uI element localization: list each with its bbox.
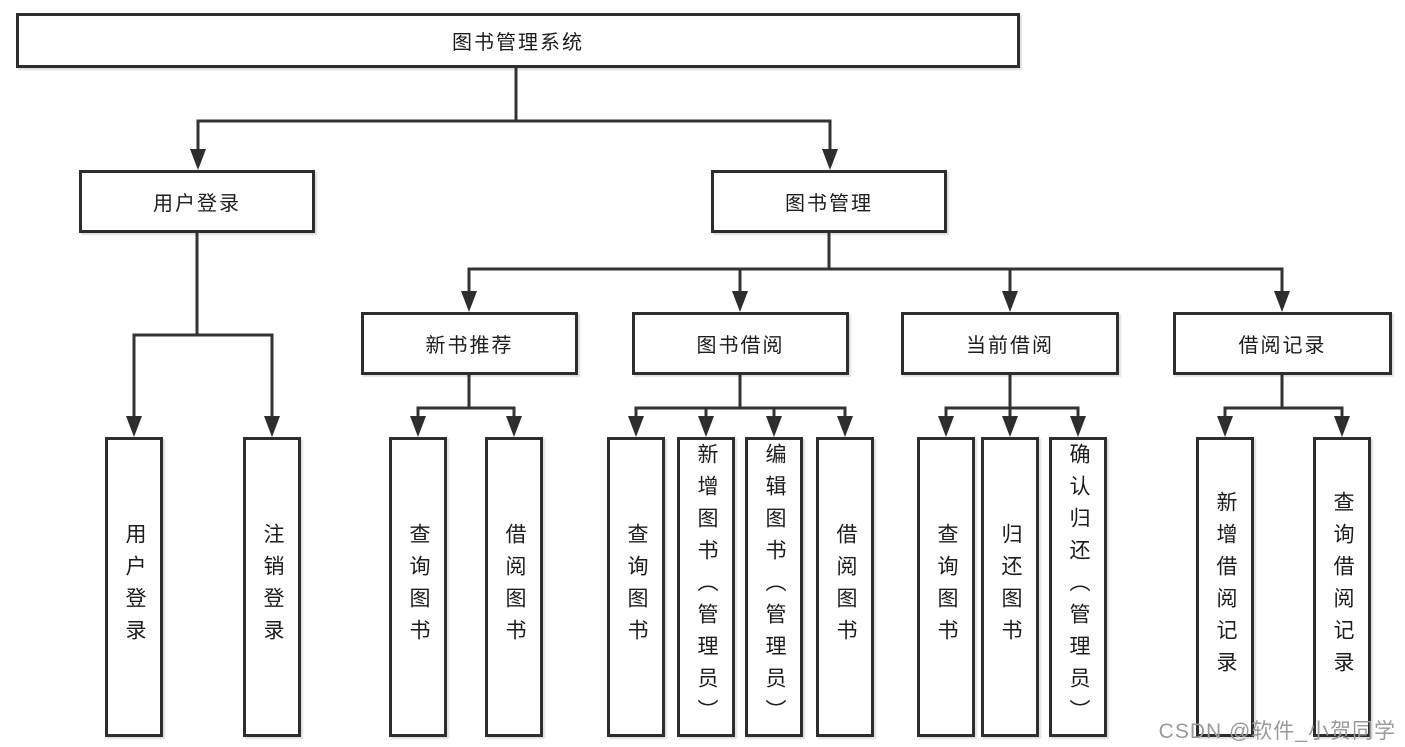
csdn-watermark: CSDN @软件_小贺同学 [1158,720,1396,743]
leaf-cb-confirm-return-admin: 确认归还（管理员） [1049,437,1107,737]
leaf-rec-add-borrow-record: 新增借阅记录 [1196,437,1254,737]
leaf-user-login: 用户登录 [105,437,163,737]
leaf-bb-query-books: 查询图书 [607,437,665,737]
node-book-management: 图书管理 [711,170,947,233]
leaf-bb-add-books-admin: 新增图书（管理员） [677,437,735,737]
node-book-borrow: 图书借阅 [632,312,849,375]
leaf-logout: 注销登录 [243,437,301,737]
node-new-book-recommend: 新书推荐 [361,312,578,375]
node-root-system: 图书管理系统 [16,13,1020,68]
leaf-bb-edit-books-admin: 编辑图书（管理员） [745,437,803,737]
leaf-cb-return-books: 归还图书 [981,437,1039,737]
leaf-bb-borrow-books: 借阅图书 [816,437,874,737]
leaf-rec-query-borrow-record: 查询借阅记录 [1313,437,1371,737]
node-borrow-records: 借阅记录 [1173,312,1392,375]
node-user-login: 用户登录 [79,170,315,233]
leaf-nb-query-books: 查询图书 [389,437,447,737]
node-current-borrow: 当前借阅 [901,312,1119,375]
arrowhead-icons [126,149,1350,437]
leaf-cb-query-books: 查询图书 [917,437,975,737]
leaf-nb-borrow-books: 借阅图书 [485,437,543,737]
